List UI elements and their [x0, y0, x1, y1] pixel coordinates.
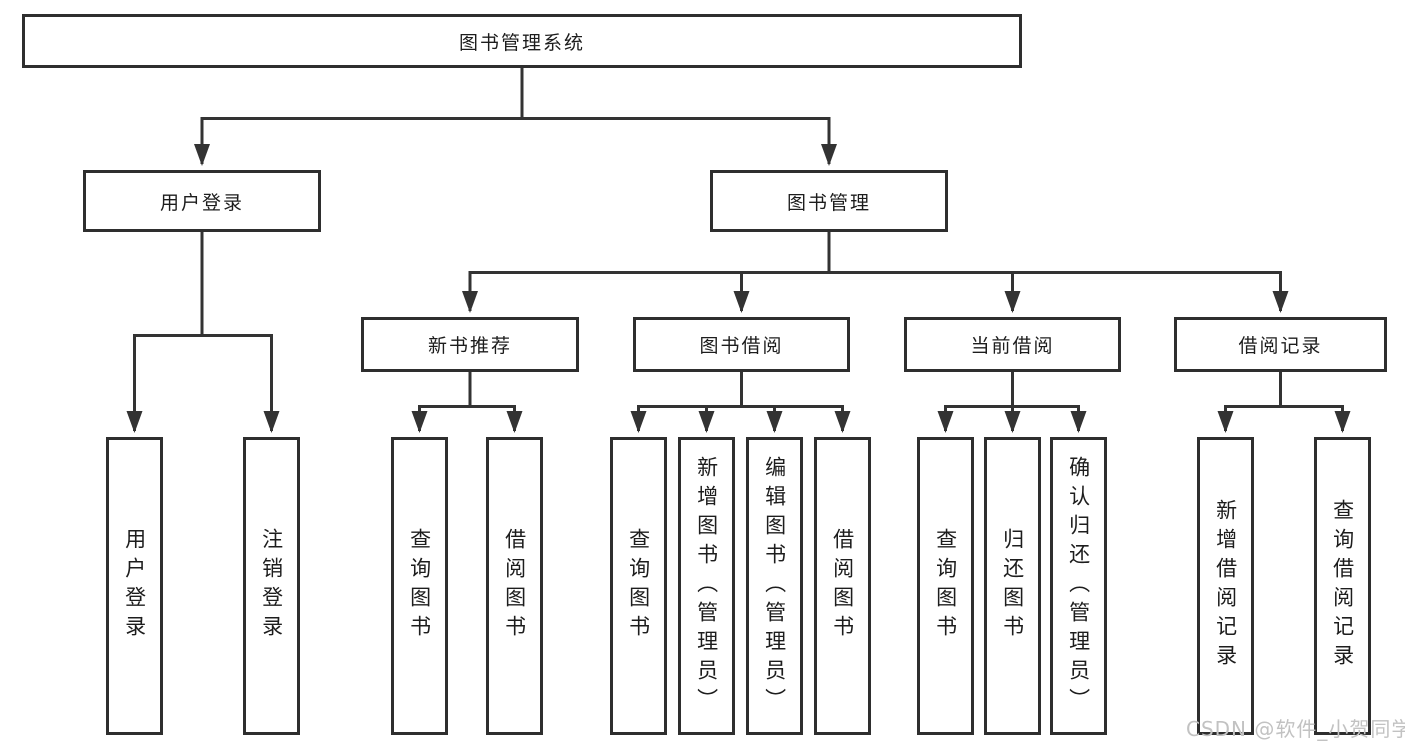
node-label: 注销登录	[259, 528, 284, 644]
node-label: 借阅图书	[502, 528, 527, 644]
leaf-borrow-books: 借阅图书	[814, 437, 871, 735]
node-label: 图书借阅	[699, 335, 784, 357]
node-current-borrow: 当前借阅	[904, 317, 1121, 372]
csdn-watermark: CSDN @软件_小贺同学	[1186, 717, 1405, 741]
node-label: 图书管理系统	[458, 31, 585, 54]
node-label: 新增图书（管理员）	[694, 455, 719, 717]
node-label: 编辑图书（管理员）	[762, 455, 787, 717]
leaf-query-books-borrow: 查询图书	[610, 437, 667, 735]
node-label: 借阅图书	[830, 528, 855, 644]
node-label: 查询图书	[407, 528, 432, 644]
leaf-logout: 注销登录	[243, 437, 300, 735]
node-label: 查询图书	[626, 528, 651, 644]
node-label: 查询借阅记录	[1330, 499, 1355, 673]
node-label: 新书推荐	[427, 335, 512, 357]
node-user-login: 用户登录	[83, 170, 321, 232]
leaf-edit-books-admin: 编辑图书（管理员）	[746, 437, 803, 735]
node-label: 借阅记录	[1238, 335, 1323, 357]
leaf-query-books-recommend: 查询图书	[391, 437, 448, 735]
node-label: 用户登录	[122, 528, 147, 644]
leaf-borrow-books-recommend: 借阅图书	[486, 437, 543, 735]
node-label: 查询图书	[933, 528, 958, 644]
leaf-add-borrow-record: 新增借阅记录	[1197, 437, 1254, 735]
node-book-borrow: 图书借阅	[633, 317, 850, 372]
node-borrow-records: 借阅记录	[1174, 317, 1387, 372]
node-label: 图书管理	[786, 191, 871, 214]
node-library-management-system: 图书管理系统	[22, 14, 1022, 68]
leaf-query-borrow-record: 查询借阅记录	[1314, 437, 1371, 735]
node-label: 用户登录	[159, 191, 244, 214]
node-label: 新增借阅记录	[1213, 499, 1238, 673]
leaf-return-books: 归还图书	[984, 437, 1041, 735]
node-new-book-recommend: 新书推荐	[361, 317, 579, 372]
leaf-add-books-admin: 新增图书（管理员）	[678, 437, 735, 735]
leaf-query-books-current: 查询图书	[917, 437, 974, 735]
node-label: 确认归还（管理员）	[1066, 455, 1091, 717]
node-book-management: 图书管理	[710, 170, 948, 232]
leaf-confirm-return-admin: 确认归还（管理员）	[1050, 437, 1107, 735]
leaf-user-login: 用户登录	[106, 437, 163, 735]
node-label: 归还图书	[1000, 528, 1025, 644]
node-label: 当前借阅	[970, 335, 1055, 357]
